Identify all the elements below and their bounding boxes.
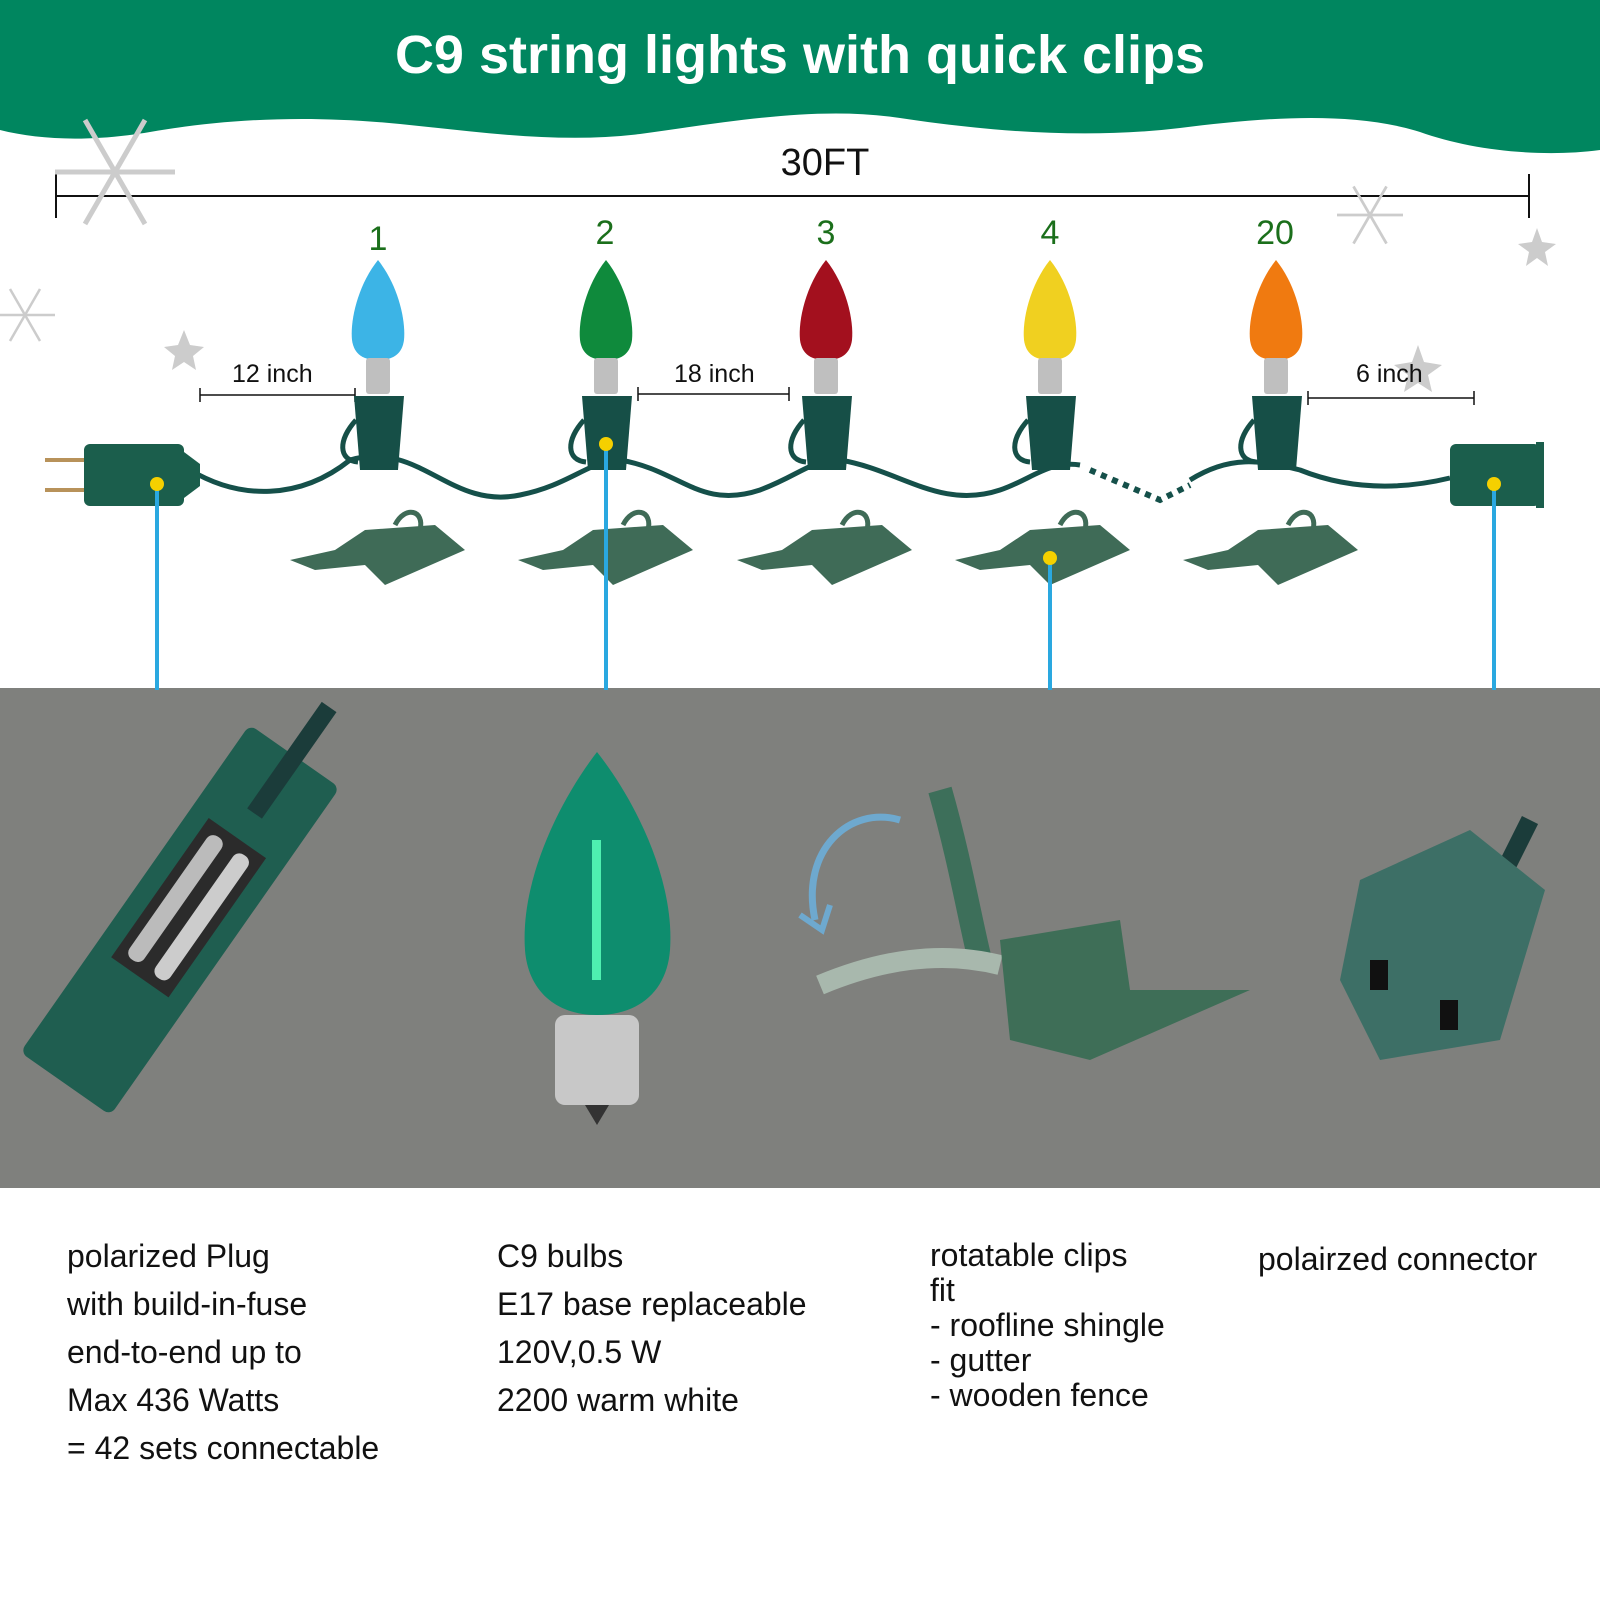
socket-hook — [340, 418, 359, 465]
feature-line: end-to-end up to — [67, 1334, 302, 1370]
bulb-number-3: 3 — [816, 214, 836, 252]
bulb-4 — [1012, 260, 1077, 470]
clip-body — [955, 525, 1130, 585]
bulbs — [340, 260, 1303, 470]
feature-line: Max 436 Watts — [67, 1382, 280, 1418]
bulb-spacing-label: 18 inch — [674, 360, 755, 388]
bulb-2 — [568, 260, 633, 470]
clip — [737, 510, 912, 585]
connector — [1450, 442, 1544, 508]
callout-dot — [599, 437, 613, 451]
feature-line: polarized Plug — [67, 1238, 270, 1274]
bulb-glass — [351, 260, 405, 360]
feature-line: 120V,0.5 W — [497, 1334, 662, 1370]
feature-line: = 42 sets connectable — [67, 1430, 380, 1466]
wire-continuation — [1088, 467, 1192, 504]
clip-hook — [1285, 510, 1317, 531]
bulb-glass — [1249, 260, 1303, 360]
clip — [1183, 510, 1358, 585]
socket-hook — [1012, 418, 1031, 465]
end-spacing-label: 6 inch — [1356, 360, 1423, 388]
bulb-base — [1264, 358, 1288, 394]
plug-closeup — [23, 701, 337, 1113]
clip-closeup — [798, 786, 1250, 1060]
feature-line: - gutter — [930, 1342, 1032, 1378]
socket-hook — [788, 418, 807, 465]
feature-line: fit — [930, 1272, 955, 1308]
feature-line: E17 base replaceable — [497, 1286, 807, 1322]
feature-clip: rotatable clips fit - roofline shingle -… — [930, 1238, 1165, 1413]
bulb-base — [594, 358, 618, 394]
bulb-glass — [799, 260, 853, 360]
socket — [582, 396, 632, 470]
bulb-number-4: 4 — [1040, 214, 1060, 252]
callout-dot — [1487, 477, 1501, 491]
clip-hook — [839, 510, 871, 531]
feature-bulb: C9 bulbs E17 base replaceable 120V,0.5 W… — [497, 1232, 807, 1424]
socket — [1026, 396, 1076, 470]
clip-body — [1183, 525, 1358, 585]
clip — [290, 510, 465, 585]
callout-lines — [150, 437, 1501, 690]
plug — [45, 444, 200, 506]
page-title: C9 string lights with quick clips — [394, 25, 1206, 85]
bulb-base — [1038, 358, 1062, 394]
total-length-label: 30FT — [780, 142, 870, 184]
wire — [188, 453, 1081, 500]
bulb-closeup — [524, 752, 671, 1125]
clip-body — [737, 525, 912, 585]
feature-line: - wooden fence — [930, 1377, 1149, 1413]
clip — [955, 510, 1130, 585]
feature-line: - roofline shingle — [930, 1307, 1165, 1343]
bulb-number-2: 2 — [595, 214, 615, 252]
star-icon — [164, 228, 1556, 392]
socket — [354, 396, 404, 470]
wire-end — [1188, 459, 1451, 489]
bulb-1 — [340, 260, 405, 470]
clips — [290, 510, 1358, 585]
clip-hook — [620, 510, 652, 531]
feature-plug: polarized Plug with build-in-fuse end-to… — [67, 1232, 379, 1472]
socket — [1252, 396, 1302, 470]
bulb-glass — [1023, 260, 1077, 360]
connector-closeup — [1340, 815, 1545, 1060]
clip-body — [290, 525, 465, 585]
feature-line: polairzed connector — [1258, 1241, 1538, 1277]
clip-hook — [1057, 510, 1089, 531]
callout-dot — [150, 477, 164, 491]
feature-line: rotatable clips — [930, 1237, 1128, 1273]
feature-line: C9 bulbs — [497, 1238, 624, 1274]
socket — [802, 396, 852, 470]
bulb-base — [366, 358, 390, 394]
length-dimension-line — [55, 174, 1530, 218]
lead-in-spacing-label: 12 inch — [232, 360, 313, 388]
bulb-number-20: 20 — [1256, 214, 1294, 252]
bulb-3 — [788, 260, 853, 470]
socket-hook — [1238, 418, 1257, 465]
header-banner — [0, 0, 1600, 154]
callout-dot — [1043, 551, 1057, 565]
feature-line: with build-in-fuse — [67, 1286, 308, 1322]
clip-hook — [392, 510, 424, 531]
feature-line: 2200 warm white — [497, 1382, 739, 1418]
snowflake-icon — [0, 118, 1404, 342]
bulb-base — [814, 358, 838, 394]
socket-hook — [568, 418, 587, 465]
bulb-20 — [1238, 260, 1303, 470]
feature-connector: polairzed connector — [1258, 1235, 1537, 1283]
bulb-number-1: 1 — [368, 220, 388, 258]
bulb-glass — [579, 260, 633, 360]
